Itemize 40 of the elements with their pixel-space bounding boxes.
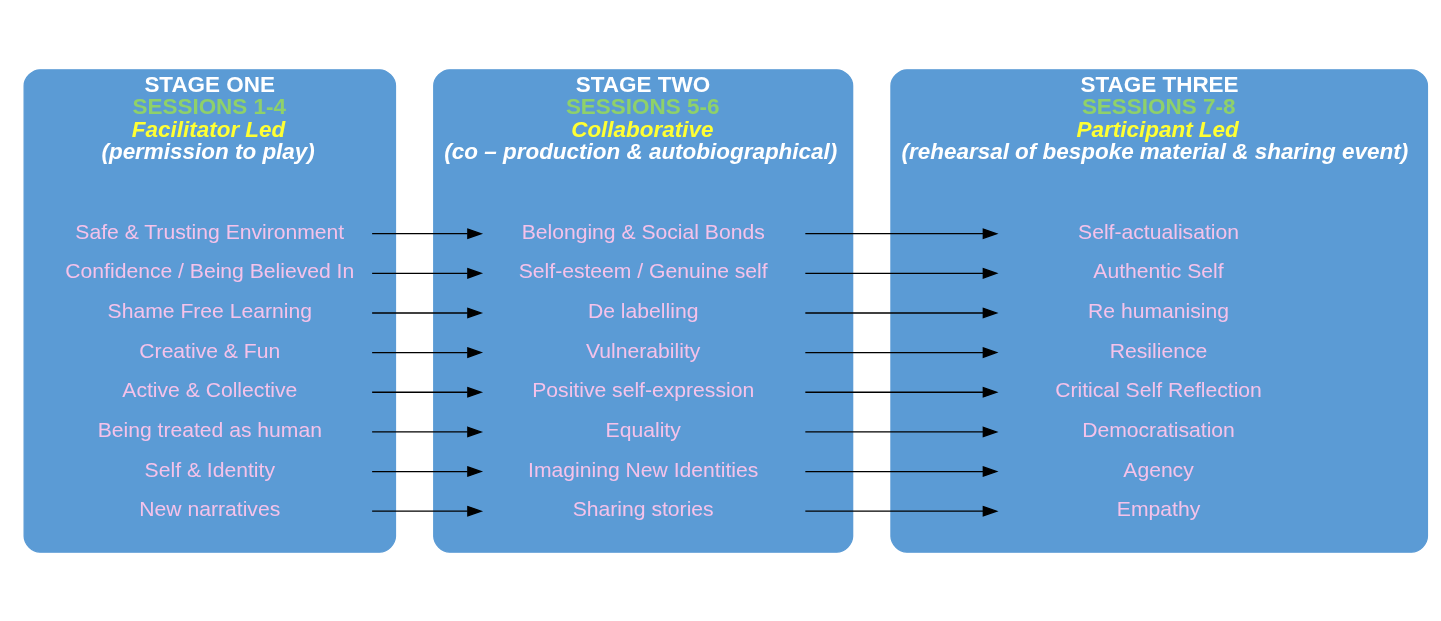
node-text: Agency <box>1123 457 1194 481</box>
arrow <box>371 346 484 358</box>
arrow <box>371 267 484 279</box>
arrow <box>804 227 999 239</box>
node-text: Sharing stories <box>572 496 714 520</box>
arrow <box>371 386 484 398</box>
node-text: Positive self-expression <box>532 377 755 401</box>
arrow <box>371 465 484 477</box>
node-text: Self & Identity <box>144 457 275 481</box>
node-text: Critical Self Reflection <box>1055 377 1262 401</box>
node-text: Vulnerability <box>586 338 701 362</box>
node-text: Imagining New Identities <box>528 457 759 481</box>
node-text: Active & Collective <box>122 377 298 401</box>
node-text: Resilience <box>1109 338 1208 362</box>
arrow <box>371 306 484 319</box>
arrow <box>804 386 999 398</box>
node-text: De labelling <box>588 298 699 322</box>
node-text: Creative & Fun <box>139 338 281 362</box>
arrow <box>804 465 999 477</box>
arrow <box>804 306 999 319</box>
arrow <box>371 505 484 517</box>
node-text: Democratisation <box>1082 417 1235 441</box>
node-text: Being treated as human <box>97 417 322 441</box>
node-text: Belonging & Social Bonds <box>521 219 765 243</box>
node-text: Confidence / Being Believed In <box>65 258 355 282</box>
node-text: Shame Free Learning <box>107 298 312 322</box>
node-text: Self-actualisation <box>1078 219 1239 243</box>
node-text: Re humanising <box>1088 298 1229 322</box>
node-text: Safe & Trusting Environment <box>75 219 345 243</box>
node-text: Empathy <box>1116 496 1201 520</box>
node-text: Authentic Self <box>1093 258 1224 282</box>
node-text: Equality <box>605 417 681 441</box>
arrow <box>804 505 999 517</box>
arrow <box>804 267 999 279</box>
node-text: New narratives <box>139 496 281 520</box>
node-text: Self-esteem / Genuine self <box>518 258 768 282</box>
arrow <box>804 346 999 358</box>
arrow <box>804 425 999 437</box>
arrow <box>371 425 484 437</box>
arrow <box>371 227 484 239</box>
